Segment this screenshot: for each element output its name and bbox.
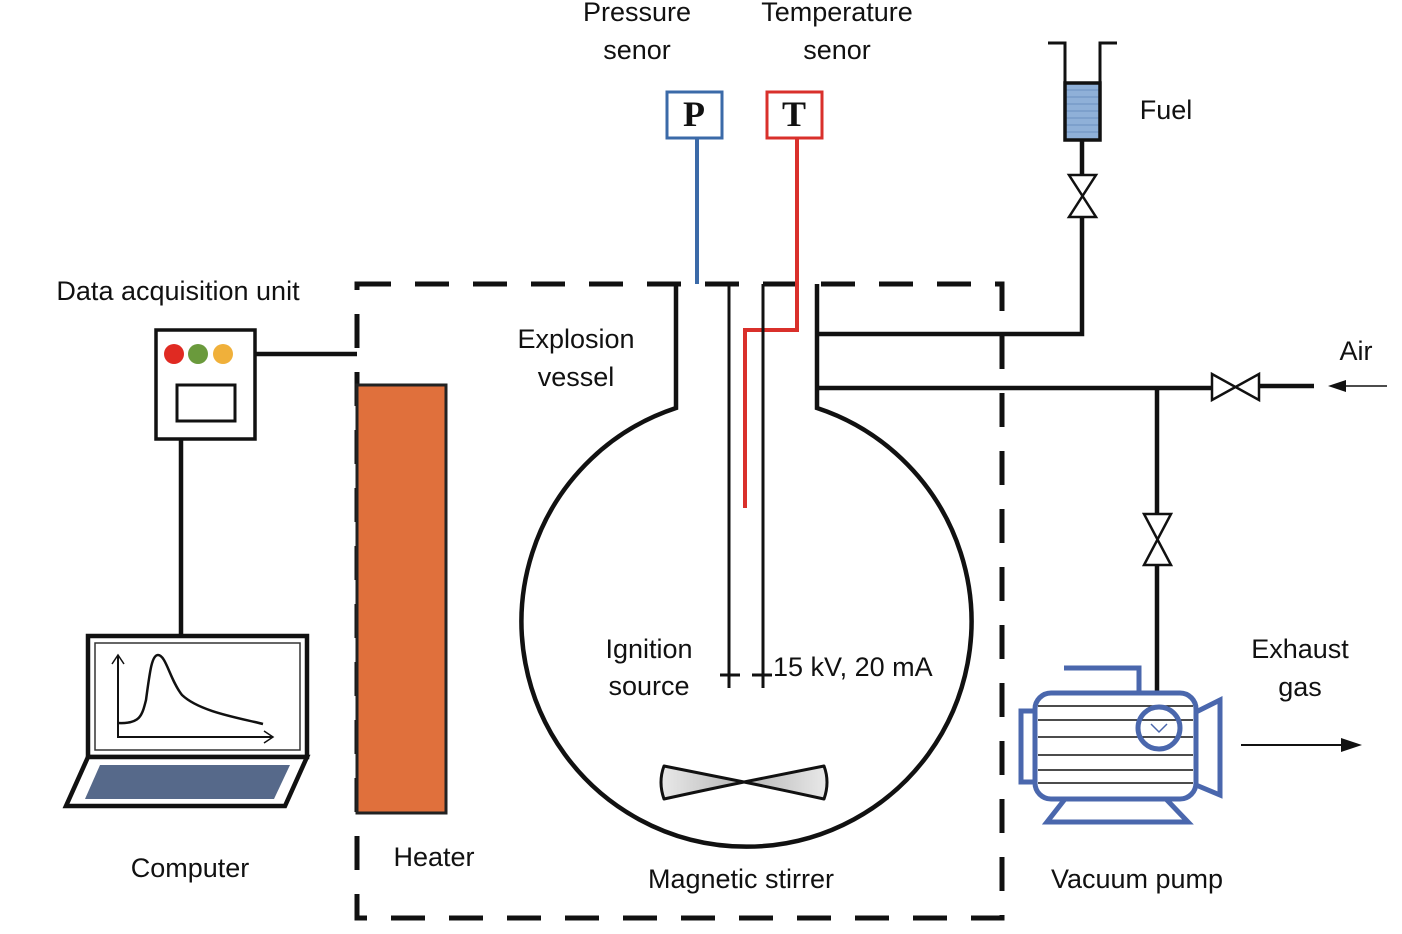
explosion-vessel-label-line1: Explosion [517,324,634,354]
magnetic-stirrer: Magnetic stirrer [648,764,834,894]
ignition-source-label-line2: source [608,671,689,701]
daq-display [175,383,237,423]
explosion-vessel: Explosion vessel [517,284,974,849]
pump-gauge-icon [1135,704,1183,752]
ignition-source-label-line1: Ignition [605,634,692,664]
led-green-icon [188,344,208,364]
exhaust-gas-label-line2: gas [1278,672,1322,702]
temperature-sensor-label: Temperature senor [761,0,913,65]
laptop-keyboard [85,765,290,799]
temperature-sensor-label-line2: senor [803,35,871,65]
vacuum-pump-label: Vacuum pump [1051,864,1223,894]
led-yellow-icon [213,344,233,364]
fuel-supply: Fuel [817,41,1193,337]
pressure-symbol: P [683,94,705,134]
heating-enclosure [354,281,1005,921]
explosion-vessel-label-line2: vessel [538,362,615,392]
stirrer-blade-right [742,764,829,801]
temperature-symbol: T [782,94,806,134]
data-acquisition-label: Data acquisition unit [56,276,300,306]
temperature-sensor: T [743,90,824,508]
pressure-sensor: P [665,90,724,284]
heater-label: Heater [393,842,474,872]
fuel-valve-icon[interactable] [1066,173,1099,219]
led-red-icon [164,344,184,364]
computer-label: Computer [131,853,250,883]
pressure-sensor-label: Pressure senor [583,0,691,65]
ignition-electrodes: Ignition source 15 kV, 20 mA [605,284,933,701]
magnetic-stirrer-label: Magnetic stirrer [648,864,834,894]
vacuum-line [1141,388,1174,695]
air-supply: Air [817,336,1387,403]
pressure-sensor-label-line1: Pressure [583,0,691,27]
computer: Computer [62,633,311,883]
ignition-spec-label: 15 kV, 20 mA [773,652,933,682]
pressure-curve [117,653,264,726]
data-acquisition-unit: Data acquisition unit [56,276,357,636]
fuel-label: Fuel [1140,95,1193,125]
fuel-syringe [1063,81,1102,142]
air-label: Air [1340,336,1373,366]
temperature-sensor-label-line1: Temperature [761,0,913,27]
stirrer-blade-left [659,764,746,801]
thermocouple-line [743,138,799,508]
heater: Heater [355,383,475,872]
vacuum-pump: Exhaust gas Vacuum pump [1018,634,1362,894]
vacuum-valve-icon[interactable] [1141,512,1174,567]
exhaust-gas-label-line1: Exhaust [1251,634,1349,664]
exhaust-arrow-icon [1341,738,1362,752]
air-arrow-icon [1328,380,1346,392]
pressure-sensor-label-line2: senor [603,35,671,65]
air-valve-icon[interactable] [1210,371,1261,403]
